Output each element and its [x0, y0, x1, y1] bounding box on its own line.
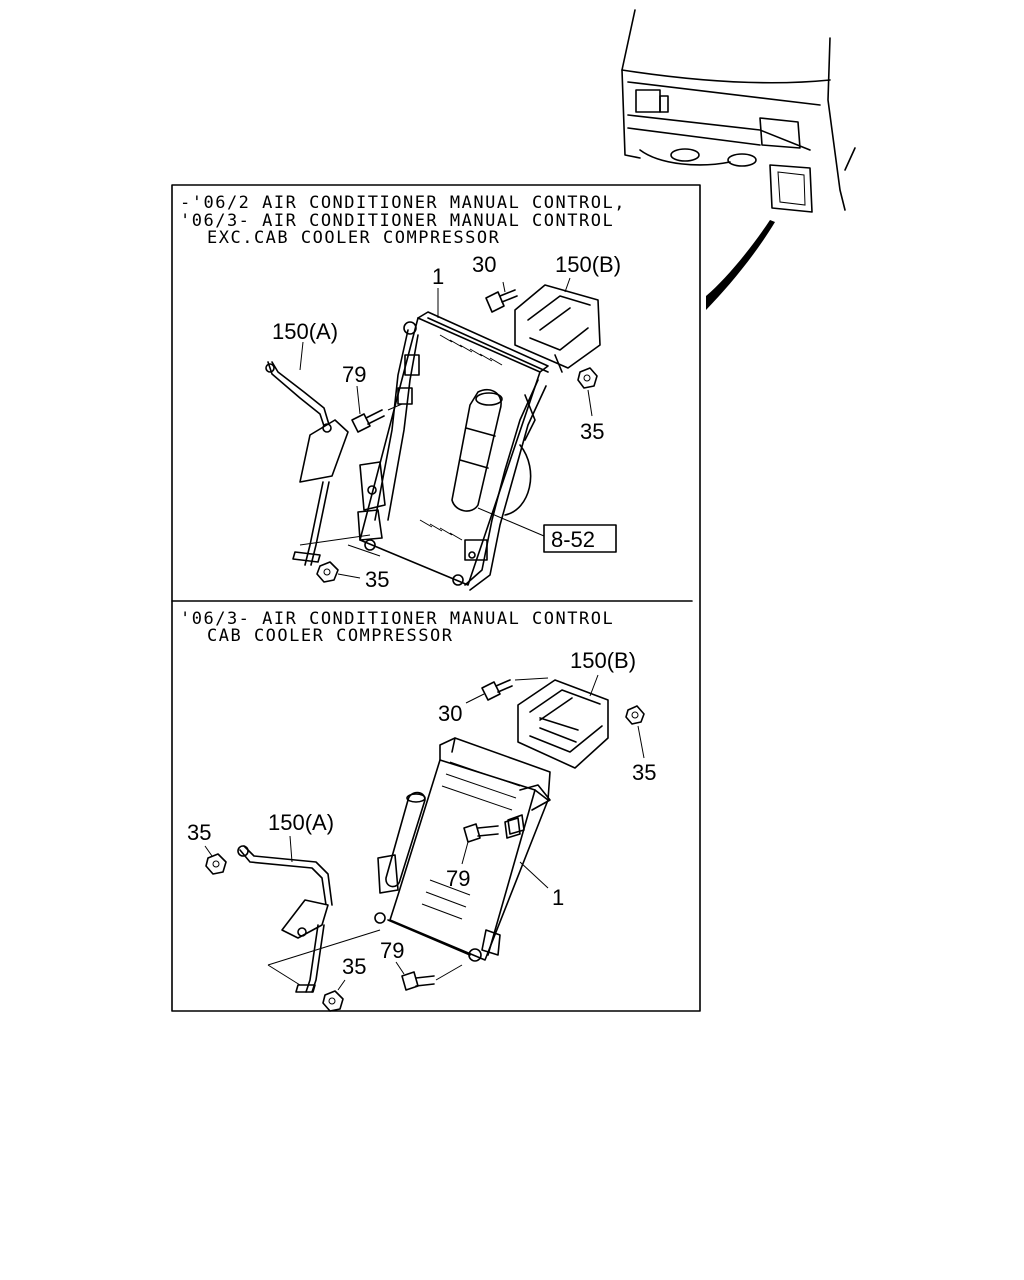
bottom-label-bolt-30: 30 [438, 701, 462, 726]
top-label-bracket-150b: 150(B) [555, 252, 621, 277]
ref-box-8-52 [543, 524, 617, 553]
bottom-header-line-1: '06/3- AIR CONDITIONER MANUAL CONTROL [180, 609, 614, 629]
top-header-line-2: '06/3- AIR CONDITIONER MANUAL CONTROL [180, 211, 614, 231]
bottom-label-bolt-79-upper: 79 [446, 866, 470, 891]
bottom-nut-35-right [625, 705, 645, 759]
diagram-frame [171, 184, 701, 1012]
bottom-bracket-150a [237, 845, 381, 993]
top-bracket-150a [265, 361, 381, 566]
bottom-bracket-150b [517, 679, 609, 769]
top-label-nut-35-right: 35 [580, 419, 604, 444]
top-label-bolt-30: 30 [472, 252, 496, 277]
bottom-bolt-30 [481, 677, 549, 701]
top-bracket-150b [514, 284, 601, 373]
top-header-line-3: EXC.CAB COOLER COMPRESSOR [207, 228, 500, 248]
bottom-condenser-assembly [374, 737, 551, 962]
truck-front-locator [621, 9, 856, 310]
top-label-condenser: 1 [432, 264, 444, 289]
top-nut-35-bottom [316, 561, 361, 583]
top-nut-35-right [577, 367, 598, 417]
bottom-label-nut-35-bottom: 35 [342, 954, 366, 979]
bottom-label-nut-35-left: 35 [187, 820, 211, 845]
top-label-ref-8-52: 8-52 [551, 527, 595, 552]
top-condenser-assembly [357, 311, 549, 591]
bottom-nut-35-bottom [322, 979, 346, 1012]
bottom-label-bolt-79-lower: 79 [380, 938, 404, 963]
bottom-label-nut-35-right: 35 [632, 760, 656, 785]
bottom-label-bracket-150b: 150(B) [570, 648, 636, 673]
bottom-bolt-79-lower [401, 964, 463, 991]
top-label-bolt-79: 79 [342, 362, 366, 387]
bottom-header-line-2: CAB COOLER COMPRESSOR [207, 626, 453, 646]
top-label-nut-35-bottom: 35 [365, 567, 389, 592]
bottom-label-condenser: 1 [552, 885, 564, 910]
top-header-line-1: -'06/2 AIR CONDITIONER MANUAL CONTROL, [180, 193, 626, 213]
top-label-bracket-150a: 150(A) [272, 319, 338, 344]
bottom-bolt-79-upper [463, 817, 521, 843]
bottom-label-bracket-150a: 150(A) [268, 810, 334, 835]
top-bolt-79 [351, 403, 403, 433]
top-bolt-30 [485, 289, 518, 313]
bottom-nut-35-left [204, 845, 227, 875]
